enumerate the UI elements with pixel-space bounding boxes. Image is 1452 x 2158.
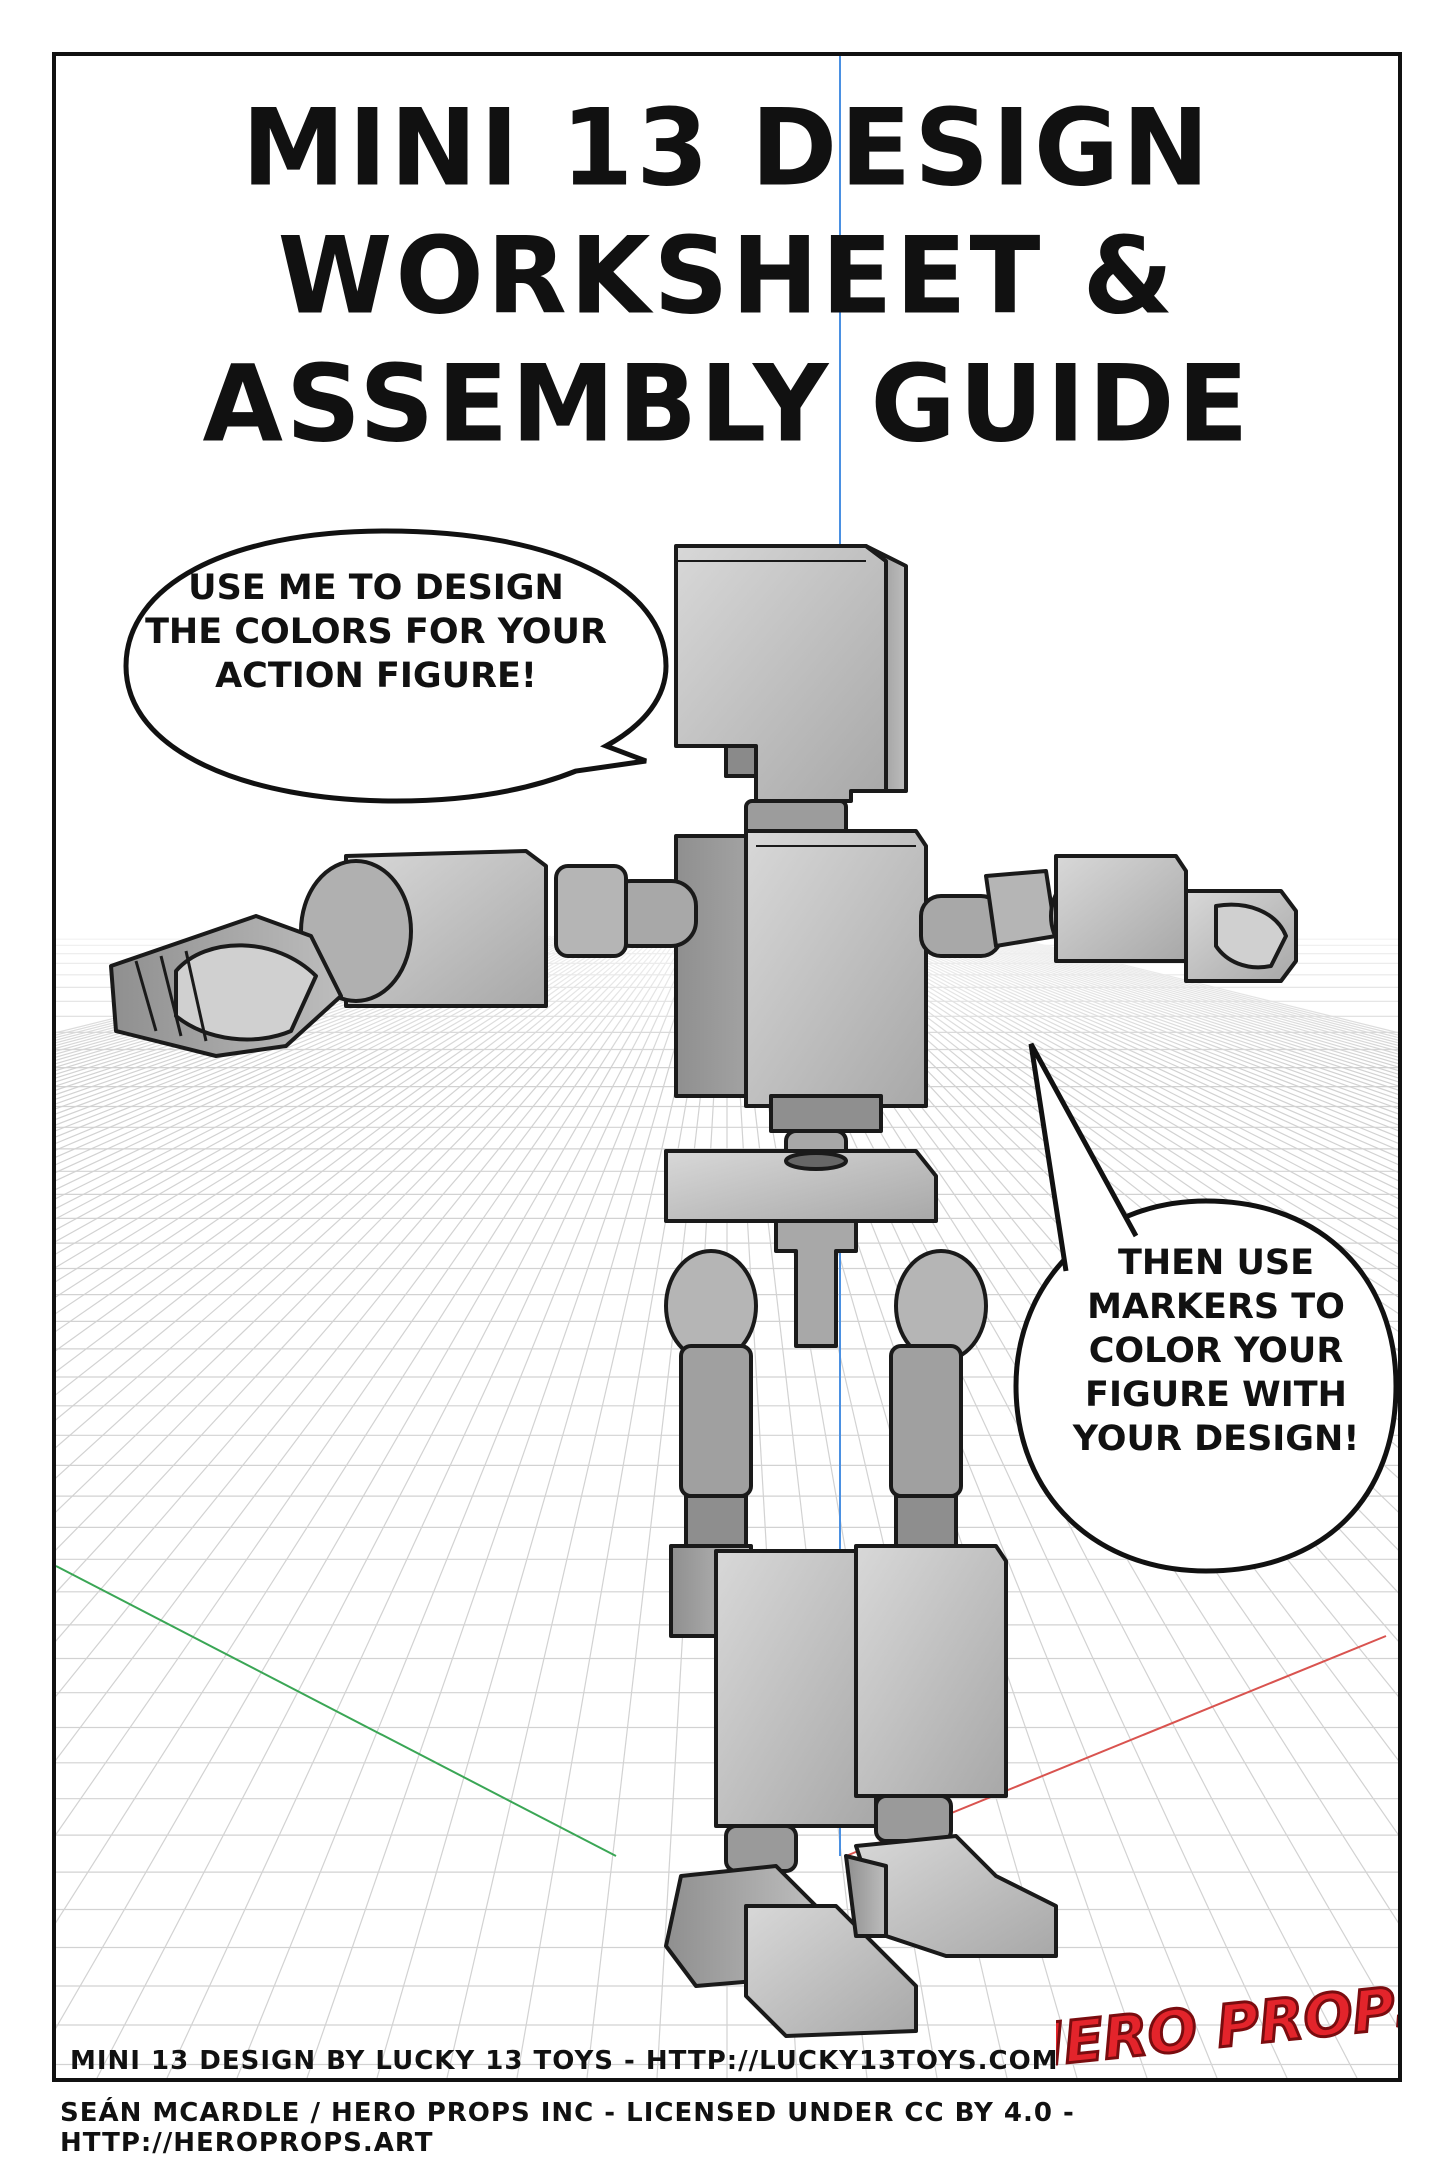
bubble-left-line-2: THE COLORS FOR YOUR — [145, 612, 607, 652]
hero-props-logo: HERO PROPS — [1056, 1976, 1398, 2076]
bubble-right-line-2: MARKERS TO — [1087, 1287, 1345, 1327]
worksheet-frame: MINI 13 DESIGN WORKSHEET & ASSEMBLY GUID… — [52, 52, 1402, 2082]
figure-torso — [674, 829, 928, 1133]
figure-left-arm — [109, 849, 698, 1058]
figure-right-leg — [844, 1249, 1058, 1958]
illustration — [56, 56, 1398, 2078]
figure-right-arm — [919, 854, 1298, 983]
speech-bubble-left — [123, 528, 669, 804]
bubble-right-line-5: YOUR DESIGN! — [1072, 1419, 1360, 1459]
bubble-right-line-1: THEN USE — [1117, 1243, 1315, 1283]
title-line-3: ASSEMBLY GUIDE — [202, 341, 1252, 467]
page-title: MINI 13 DESIGN WORKSHEET & ASSEMBLY GUID… — [56, 84, 1398, 468]
action-figure — [109, 544, 1298, 2038]
bubble-left-line-3: ACTION FIGURE! — [215, 656, 537, 696]
figure-left-leg — [664, 1249, 918, 2038]
bubble-right-line-3: COLOR YOUR — [1088, 1331, 1344, 1371]
green-axis — [56, 1565, 617, 1857]
design-credit: MINI 13 DESIGN BY LUCKY 13 TOYS - HTTP:/… — [70, 2046, 1059, 2076]
license-credit: SEÁN MCARDLE / HERO PROPS INC - LICENSED… — [60, 2098, 1075, 2158]
figure-hip — [664, 1149, 938, 1348]
figure-head — [674, 544, 908, 803]
title-line-1: MINI 13 DESIGN — [241, 85, 1213, 211]
bubble-left-line-1: USE ME TO DESIGN — [188, 568, 564, 608]
speech-bubble-right — [1013, 1042, 1398, 1574]
bubble-right-line-4: FIGURE WITH — [1085, 1375, 1347, 1415]
logo-text: HERO PROPS — [1056, 1976, 1398, 2076]
speech-bubble-left-text: USE ME TO DESIGN THE COLORS FOR YOUR ACT… — [116, 566, 636, 698]
speech-bubble-right-text: THEN USE MARKERS TO COLOR YOUR FIGURE WI… — [1016, 1241, 1398, 1461]
title-line-2: WORKSHEET & — [277, 213, 1177, 339]
